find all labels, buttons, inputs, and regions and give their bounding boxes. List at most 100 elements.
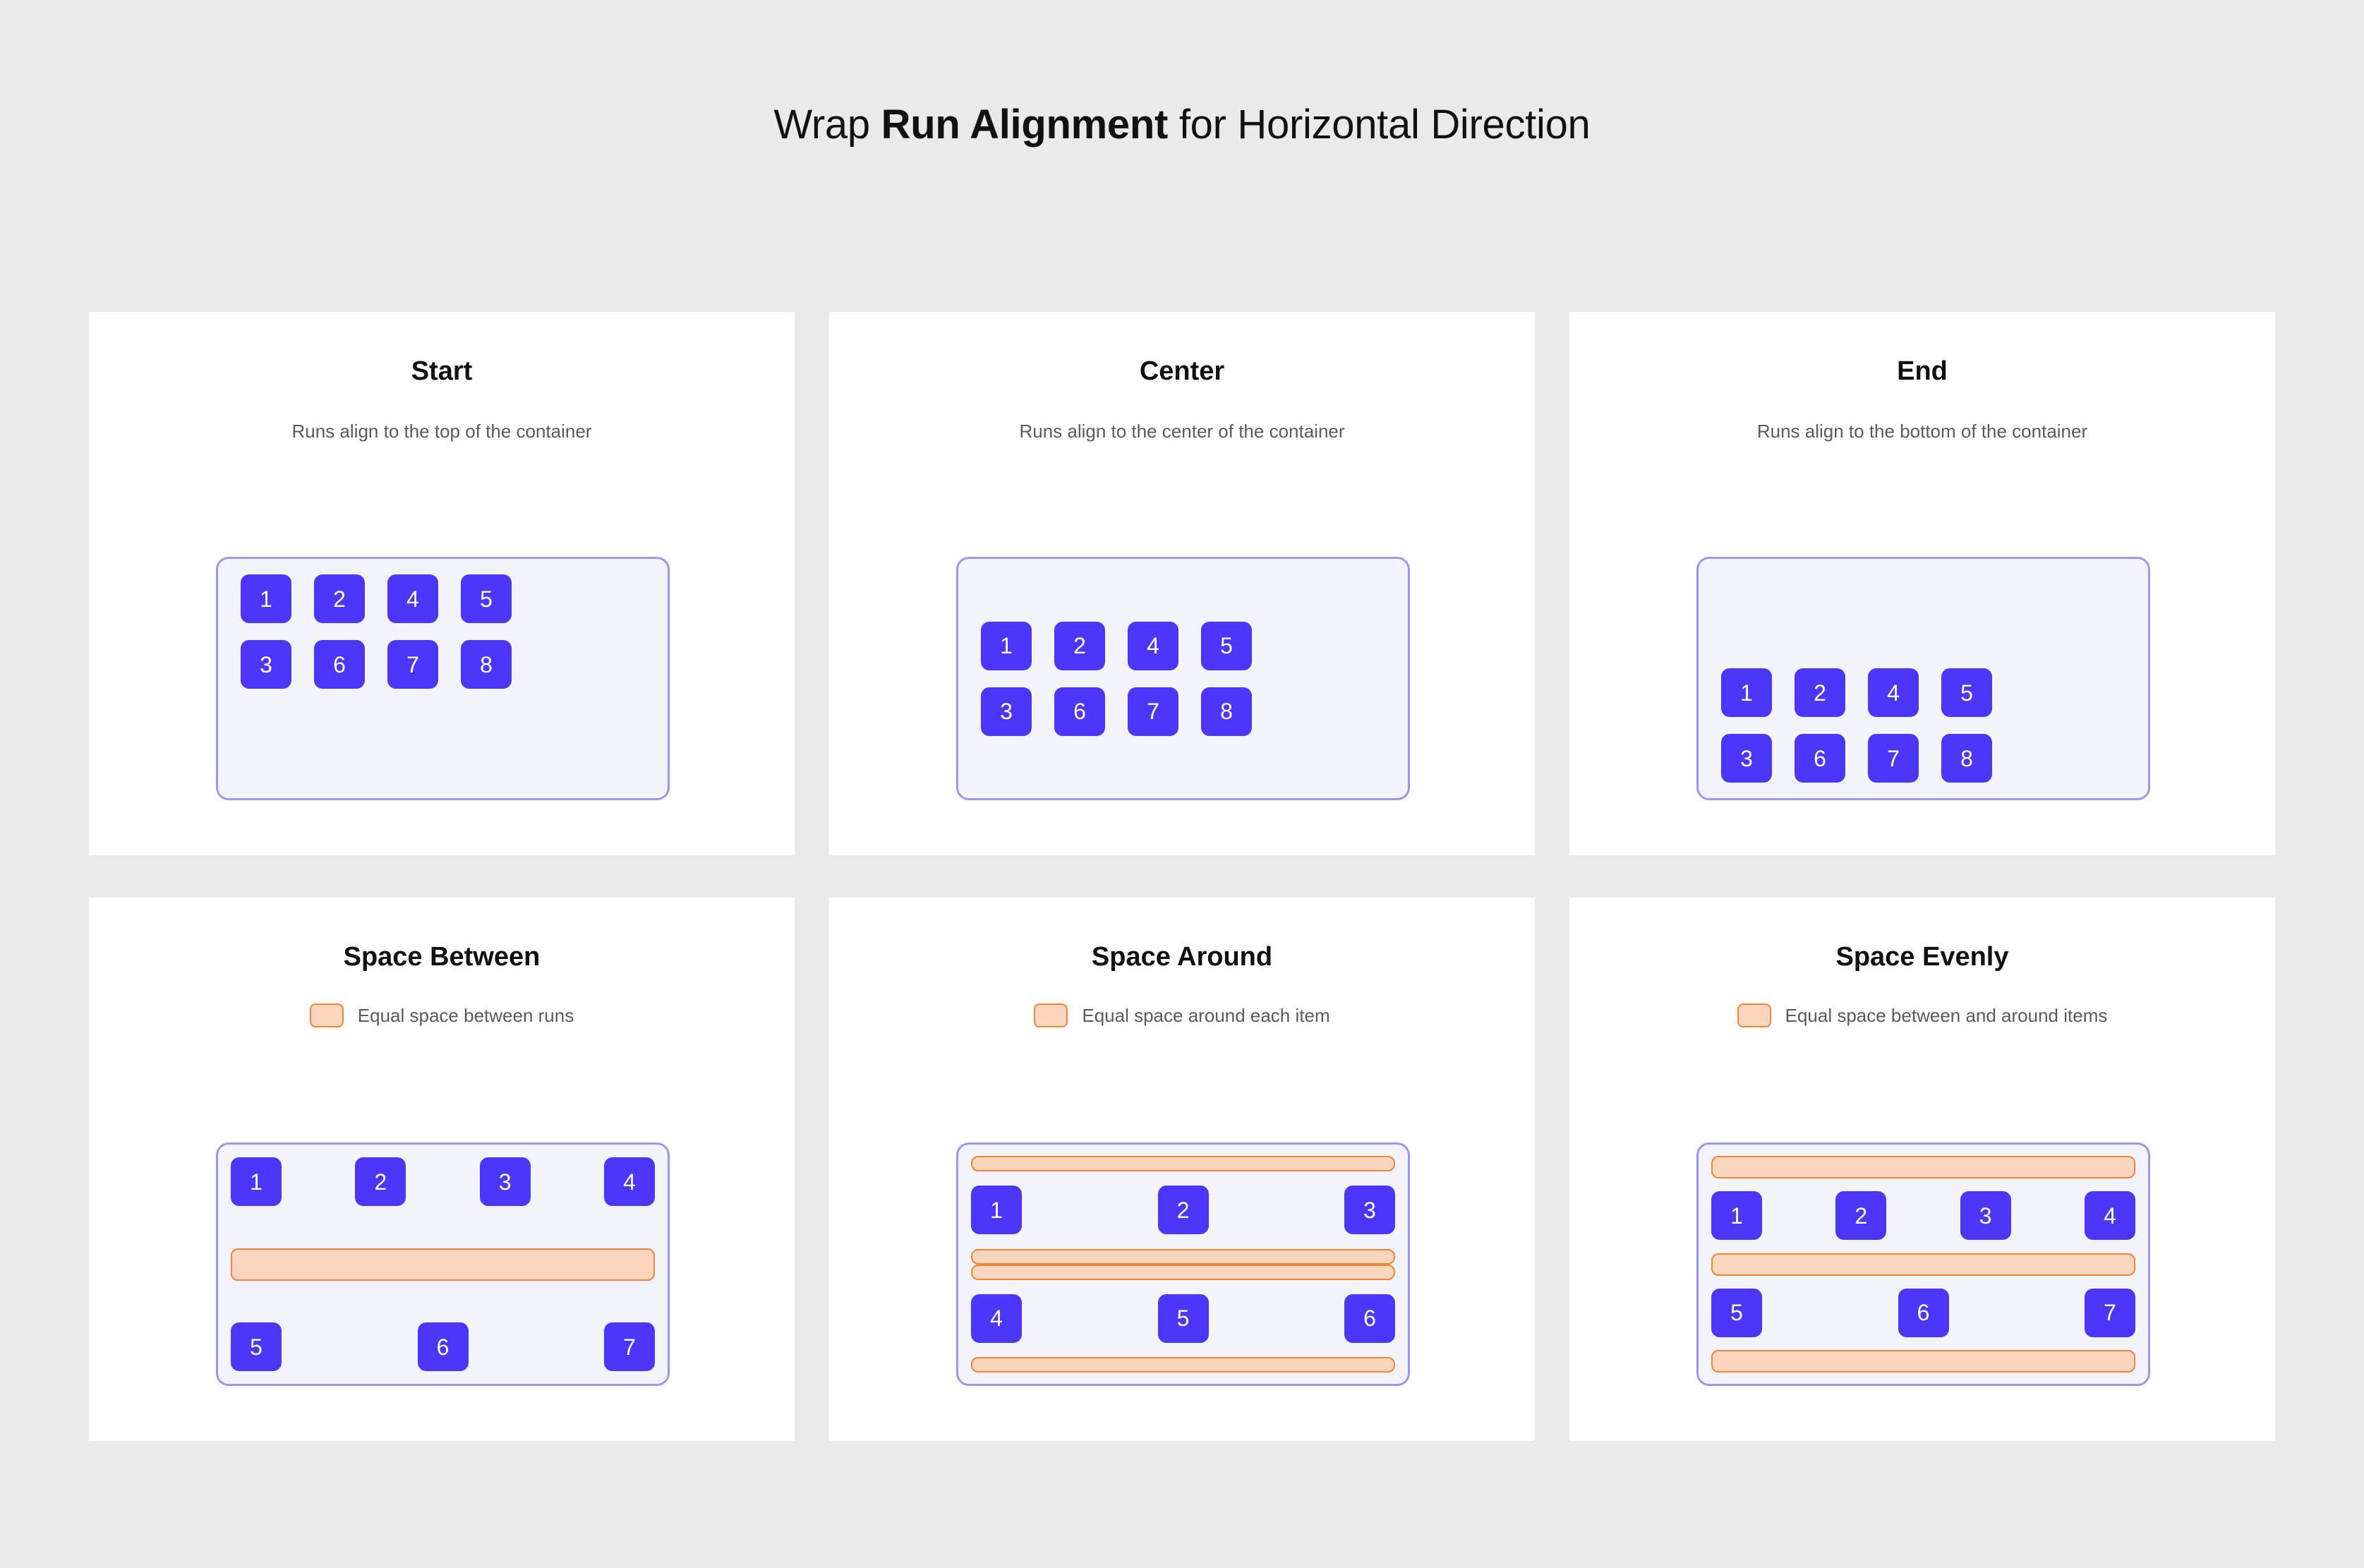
wrap-item[interactable]: 2 — [355, 1157, 406, 1206]
wrap-item[interactable]: 8 — [461, 640, 512, 689]
wrap-item[interactable]: 3 — [981, 687, 1032, 736]
wrap-item[interactable]: 6 — [1898, 1288, 1949, 1337]
legend: Equal space between and around items — [1569, 1003, 2275, 1027]
wrap-item[interactable]: 8 — [1201, 687, 1252, 736]
legend-label: Equal space around each item — [1082, 1005, 1330, 1026]
demo-container-space-evenly: 1 2 3 4 5 6 7 — [1696, 1142, 2150, 1386]
page-title: Wrap Run Alignment for Horizontal Direct… — [0, 100, 2364, 150]
wrap-run: 1 2 3 — [971, 1186, 1395, 1235]
wrap-item[interactable]: 7 — [604, 1322, 655, 1371]
card-end: End Runs align to the bottom of the cont… — [1569, 312, 2275, 855]
card-title: Space Between — [343, 942, 541, 972]
card-start: Start Runs align to the top of the conta… — [89, 312, 795, 855]
wrap-item[interactable]: 4 — [971, 1293, 1022, 1343]
wrap-item[interactable]: 1 — [241, 574, 291, 623]
wrap-item[interactable]: 5 — [1711, 1288, 1762, 1337]
wrap-item[interactable]: 4 — [1128, 621, 1178, 670]
wrap-item[interactable]: 3 — [479, 1157, 531, 1206]
wrap-item[interactable]: 4 — [603, 1157, 655, 1206]
wrap-run: 1 2 4 5 — [981, 621, 1392, 670]
wrap-item[interactable]: 4 — [1868, 668, 1919, 717]
wrap-item[interactable]: 7 — [2085, 1288, 2135, 1337]
wrap-item[interactable]: 6 — [1344, 1293, 1395, 1343]
legend-label: Equal space between runs — [357, 1005, 574, 1026]
card-subtitle: Runs align to the bottom of the containe… — [1756, 421, 2088, 442]
legend: Equal space around each item — [829, 1003, 1535, 1027]
card-grid: Start Runs align to the top of the conta… — [89, 312, 2275, 1441]
card-title: Space Around — [1091, 942, 1273, 972]
wrap-run: 1 2 4 5 — [241, 574, 652, 623]
legend-swatch-icon — [1034, 1003, 1068, 1027]
wrap-item[interactable]: 5 — [1201, 621, 1252, 670]
wrap-item[interactable]: 3 — [1960, 1191, 2011, 1241]
wrap-item[interactable]: 1 — [971, 1186, 1022, 1235]
card-title: Center — [1139, 356, 1225, 386]
wrap-item[interactable]: 4 — [2084, 1191, 2135, 1241]
wrap-run: 5 6 7 — [1711, 1288, 2135, 1337]
card-subtitle: Runs align to the top of the container — [291, 421, 592, 442]
run-spacer-bar — [1711, 1253, 2135, 1276]
legend-swatch-icon — [1737, 1003, 1771, 1027]
page-title-suffix: for Horizontal Direction — [1168, 102, 1591, 147]
wrap-item[interactable]: 5 — [461, 574, 512, 623]
wrap-item[interactable]: 4 — [387, 574, 438, 623]
wrap-item[interactable]: 6 — [314, 640, 365, 689]
card-subtitle: Runs align to the center of the containe… — [1019, 421, 1345, 442]
wrap-item[interactable]: 3 — [241, 640, 291, 689]
wrap-item[interactable]: 3 — [1344, 1186, 1395, 1235]
wrap-item[interactable]: 2 — [314, 574, 365, 623]
run-spacer-pair — [971, 1248, 1395, 1280]
wrap-item[interactable]: 6 — [417, 1322, 469, 1371]
legend-swatch-icon — [309, 1003, 344, 1027]
wrap-item[interactable]: 2 — [1795, 668, 1845, 717]
run-spacer-bar — [1711, 1156, 2135, 1178]
wrap-item[interactable]: 5 — [1157, 1293, 1209, 1343]
wrap-item[interactable]: 2 — [1835, 1191, 1887, 1241]
wrap-item[interactable]: 2 — [1157, 1186, 1209, 1235]
legend-label: Equal space between and around items — [1785, 1005, 2108, 1026]
page-title-emphasis: Run Alignment — [881, 102, 1169, 147]
wrap-item[interactable]: 1 — [1711, 1191, 1762, 1241]
wrap-run: 1 2 3 4 — [231, 1157, 655, 1206]
card-title: Start — [411, 356, 473, 386]
legend: Equal space between runs — [89, 1003, 795, 1027]
wrap-run: 3 6 7 8 — [981, 687, 1392, 736]
card-space-evenly: Space Evenly Equal space between and aro… — [1569, 898, 2275, 1441]
wrap-item[interactable]: 7 — [1128, 687, 1178, 736]
page-title-prefix: Wrap — [773, 102, 881, 147]
wrap-run: 3 6 7 8 — [1721, 734, 2133, 783]
wrap-item[interactable]: 1 — [231, 1157, 282, 1206]
run-spacer-bar — [231, 1248, 655, 1281]
wrap-run: 5 6 7 — [231, 1322, 655, 1371]
demo-container-start: 1 2 4 5 3 6 7 8 — [216, 557, 670, 800]
wrap-item[interactable]: 8 — [1941, 734, 1992, 783]
demo-container-end: 1 2 4 5 3 6 7 8 — [1696, 557, 2150, 800]
wrap-item[interactable]: 5 — [231, 1322, 282, 1371]
wrap-run: 1 2 4 5 — [1721, 668, 2133, 717]
run-spacer-bar — [971, 1156, 1395, 1171]
card-space-around: Space Around Equal space around each ite… — [829, 898, 1535, 1441]
demo-container-center: 1 2 4 5 3 6 7 8 — [956, 557, 1410, 800]
wrap-item[interactable]: 6 — [1054, 687, 1105, 736]
wrap-run: 1 2 3 4 — [1711, 1191, 2135, 1241]
run-spacer-bar — [1711, 1350, 2135, 1373]
demo-container-space-around: 1 2 3 4 5 6 — [956, 1142, 1410, 1386]
wrap-item[interactable]: 1 — [981, 621, 1032, 670]
wrap-run: 3 6 7 8 — [241, 640, 652, 689]
wrap-item[interactable]: 7 — [1868, 734, 1919, 783]
wrap-item[interactable]: 2 — [1054, 621, 1105, 670]
demo-container-space-between: 1 2 3 4 5 6 7 — [216, 1142, 670, 1386]
run-spacer-bar — [971, 1264, 1395, 1280]
wrap-run: 4 5 6 — [971, 1293, 1395, 1343]
card-center: Center Runs align to the center of the c… — [829, 312, 1535, 855]
wrap-item[interactable]: 5 — [1941, 668, 1992, 717]
wrap-item[interactable]: 6 — [1795, 734, 1845, 783]
card-title: End — [1897, 356, 1948, 386]
run-spacer-bar — [971, 1357, 1395, 1373]
card-title: Space Evenly — [1835, 942, 2009, 972]
card-space-between: Space Between Equal space between runs 1… — [89, 898, 795, 1441]
wrap-item[interactable]: 7 — [387, 640, 438, 689]
wrap-item[interactable]: 1 — [1721, 668, 1772, 717]
wrap-item[interactable]: 3 — [1721, 734, 1772, 783]
